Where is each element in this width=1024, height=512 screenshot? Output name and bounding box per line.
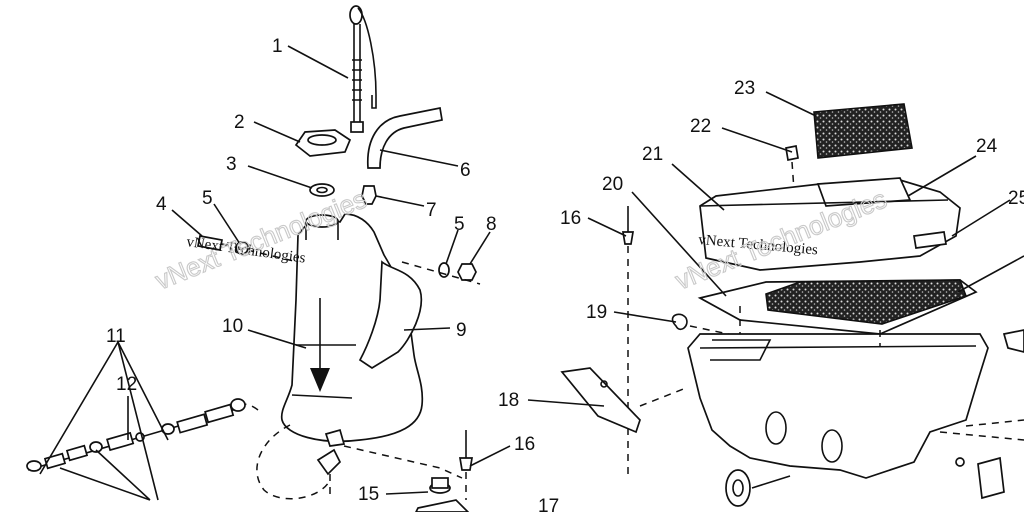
callout-24: 24 bbox=[976, 136, 998, 157]
airbox-assembly bbox=[560, 103, 1024, 507]
callout-22: 22 bbox=[690, 116, 711, 137]
callout-21: 21 bbox=[642, 144, 663, 165]
callout-18: 18 bbox=[498, 390, 519, 411]
callout-16-top: 16 bbox=[560, 208, 581, 229]
airbox-bracket-part bbox=[560, 367, 641, 434]
callout-labels: 1 2 3 4 5 6 7 5 8 9 10 11 12 15 16 16 17… bbox=[106, 36, 1024, 512]
washer-part bbox=[438, 262, 450, 278]
callout-4: 4 bbox=[156, 194, 167, 215]
callout-8: 8 bbox=[486, 214, 497, 235]
clip-part bbox=[671, 313, 688, 331]
mount-bolt-assembly bbox=[415, 430, 474, 512]
oil-line-assembly bbox=[26, 398, 246, 472]
callout-7: 7 bbox=[426, 200, 437, 221]
callout-10: 10 bbox=[222, 316, 243, 337]
drain-fitting-part bbox=[196, 235, 224, 251]
callout-17: 17 bbox=[538, 496, 559, 512]
callout-9: 9 bbox=[456, 320, 467, 341]
callout-16-bottom: 16 bbox=[514, 434, 535, 455]
callout-25: 25 bbox=[1008, 188, 1024, 209]
airbox-body-part bbox=[687, 333, 989, 479]
cover-screw-part bbox=[785, 144, 799, 162]
tank-shield-part bbox=[358, 260, 423, 370]
vent-hose-part bbox=[366, 106, 443, 169]
callout-23: 23 bbox=[734, 78, 755, 99]
callout-2: 2 bbox=[234, 112, 245, 133]
leader-lines bbox=[39, 45, 1024, 501]
outlet-fitting-part bbox=[316, 448, 342, 476]
nut-part bbox=[457, 263, 477, 281]
foam-block-part bbox=[813, 103, 913, 159]
dipstick-part bbox=[349, 5, 377, 133]
callout-19: 19 bbox=[586, 302, 607, 323]
callout-20: 20 bbox=[602, 174, 623, 195]
grommet-part bbox=[725, 469, 751, 507]
airbox-cover-part bbox=[699, 179, 961, 271]
cap-seal-part bbox=[309, 183, 335, 197]
callout-5-right: 5 bbox=[454, 214, 465, 235]
callout-5-left: 5 bbox=[202, 188, 213, 209]
callout-6: 6 bbox=[460, 160, 471, 181]
callout-1: 1 bbox=[272, 36, 283, 57]
callout-15: 15 bbox=[358, 484, 379, 505]
oil-tank-assembly bbox=[196, 5, 481, 500]
callout-11: 11 bbox=[106, 326, 126, 347]
callout-3: 3 bbox=[226, 154, 237, 175]
callout-12: 12 bbox=[116, 374, 137, 395]
air-filter-part bbox=[765, 279, 968, 325]
vent-fitting-part bbox=[361, 185, 377, 205]
